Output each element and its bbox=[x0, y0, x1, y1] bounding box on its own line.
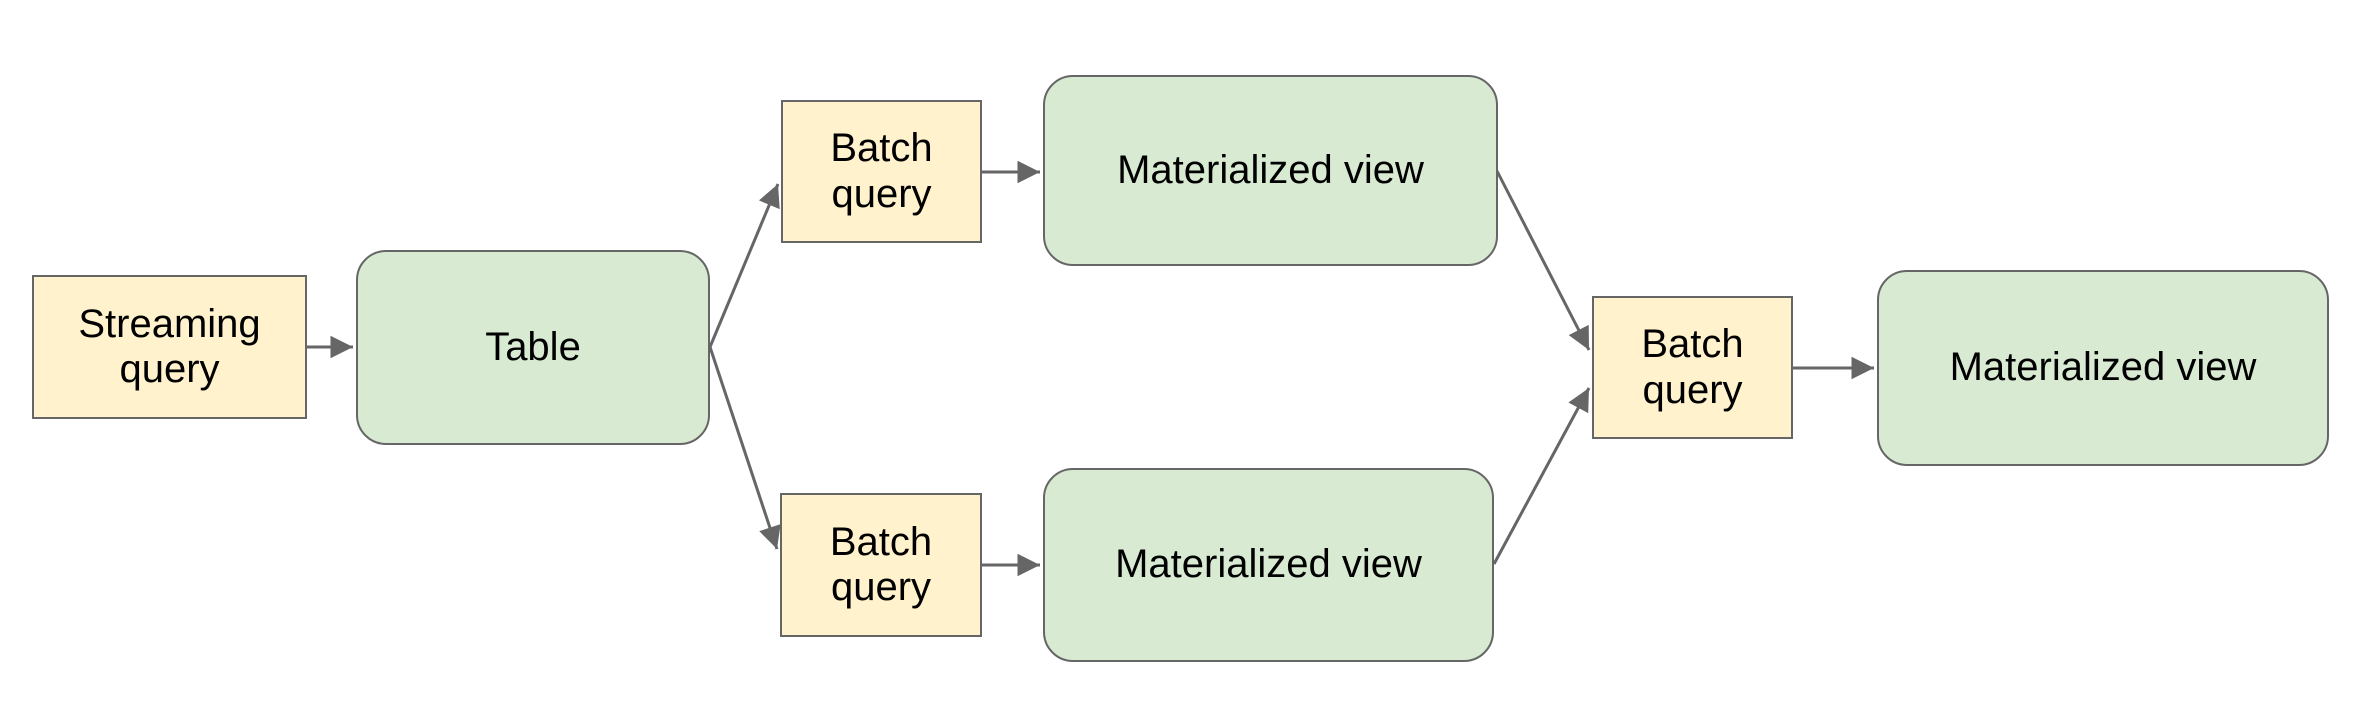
node-materialized-view-bottom: Materialized view bbox=[1043, 468, 1494, 662]
node-label: Batch query bbox=[830, 126, 933, 216]
node-batch-query-right: Batch query bbox=[1592, 296, 1793, 439]
node-label: Materialized view bbox=[1117, 147, 1424, 192]
node-label: Materialized view bbox=[1949, 345, 2257, 390]
node-batch-query-top: Batch query bbox=[781, 100, 982, 243]
edge-table-to-batch-query-bottom bbox=[708, 346, 781, 550]
node-label: Materialized view bbox=[1115, 542, 1422, 587]
node-materialized-view-right: Materialized view bbox=[1877, 270, 2329, 466]
edge-materialized-view-top-to-batch-query-right bbox=[1495, 170, 1591, 351]
edge-table-to-batch-query-top bbox=[708, 183, 780, 348]
node-label: Table bbox=[485, 324, 581, 369]
edge-materialized-view-bottom-to-batch-query-right bbox=[1492, 387, 1591, 565]
node-table: Table bbox=[356, 250, 710, 445]
node-materialized-view-top: Materialized view bbox=[1043, 75, 1498, 266]
node-batch-query-bottom: Batch query bbox=[780, 493, 982, 637]
node-label: Batch query bbox=[1641, 322, 1744, 412]
node-label: Streaming query bbox=[78, 301, 261, 391]
node-streaming-query: Streaming query bbox=[32, 275, 307, 419]
node-label: Batch query bbox=[829, 519, 933, 609]
